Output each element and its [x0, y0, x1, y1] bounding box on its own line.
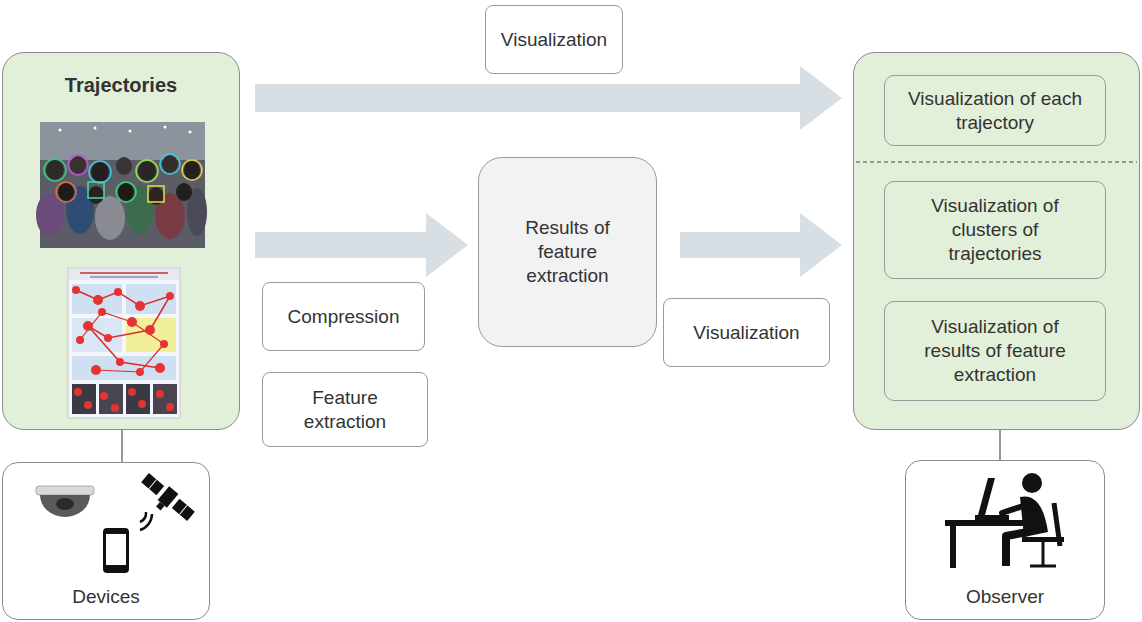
output-box: Visualization of each trajectory: [884, 75, 1106, 146]
node-label: Results of feature extraction: [498, 216, 638, 287]
node-label: Observer: [966, 585, 1044, 609]
output-panel: Visualization of each trajectoryVisualiz…: [853, 52, 1140, 430]
output-box: Visualization of clusters of trajectorie…: [884, 181, 1106, 279]
step-label-box: Visualization: [663, 298, 830, 367]
node-label: Compression: [288, 305, 400, 329]
step-label-box: Visualization: [485, 5, 623, 74]
node-label: Visualization: [501, 28, 607, 52]
flow-arrow: [255, 232, 426, 258]
node-label: Visualization: [693, 321, 799, 345]
node-label: Visualization of results of feature extr…: [913, 315, 1078, 386]
flow-arrow: [255, 84, 800, 112]
node-label: Visualization of clusters of trajectorie…: [908, 194, 1083, 265]
node-label: Feature extraction: [280, 386, 410, 434]
flow-arrow: [680, 232, 800, 258]
node-label: Visualization of each trajectory: [908, 87, 1083, 135]
connector-line: [999, 430, 1000, 460]
connector-line: [121, 430, 122, 462]
output-box: Visualization of results of feature extr…: [884, 301, 1106, 401]
result-box: Results of feature extraction: [478, 157, 657, 347]
node-label: Devices: [72, 585, 140, 609]
source-panel: Trajectories: [2, 52, 240, 430]
devices-box: Devices: [2, 462, 210, 620]
step-label-box: Compression: [262, 282, 425, 351]
observer-box: Observer: [905, 460, 1105, 620]
step-label-box: Feature extraction: [262, 372, 428, 447]
node-label: Trajectories: [65, 73, 177, 98]
